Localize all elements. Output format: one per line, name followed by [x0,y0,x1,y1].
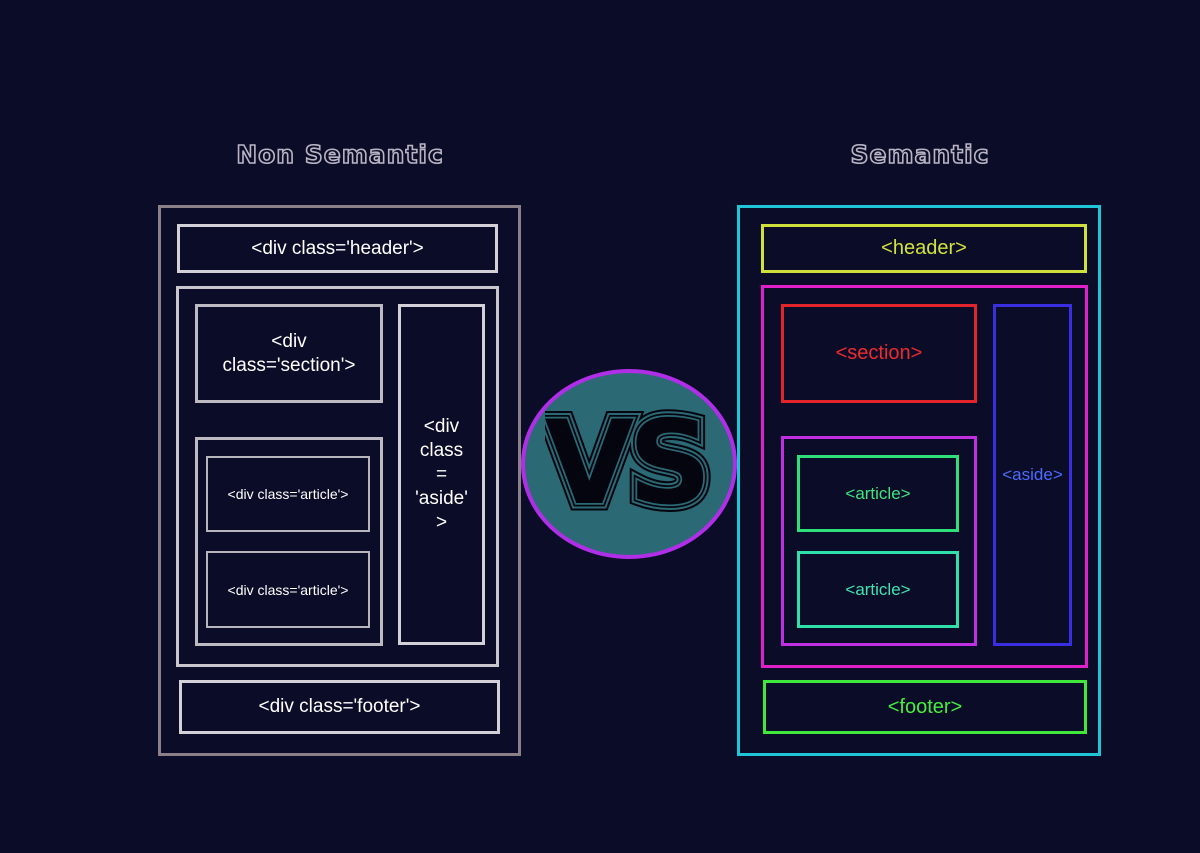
non-semantic-aside-label-line4: 'aside' [415,487,468,509]
semantic-section-box: <section> [781,304,977,403]
semantic-header-box: <header> [761,224,1087,273]
non-semantic-main-box [176,286,499,667]
non-semantic-article-label-1: <div class='article'> [227,486,349,502]
non-semantic-outer-frame [158,205,521,756]
semantic-article-label-1: <article> [845,483,911,503]
non-semantic-article-box-2: <div class='article'> [206,551,370,628]
non-semantic-footer-box: <div class='footer'> [179,680,500,734]
non-semantic-section-label-line1: <div [271,330,307,352]
semantic-header-label: <header> [881,237,967,259]
semantic-footer-label: <footer> [887,695,963,718]
non-semantic-aside-label-line1: <div [423,415,460,437]
non-semantic-aside-box: <div class = 'aside' > [398,304,485,645]
non-semantic-title: Non Semantic [235,139,444,170]
non-semantic-aside-label-line3: = [435,463,448,485]
vs-label: VS [545,400,715,520]
semantic-aside-box: <aside> [993,304,1072,646]
semantic-article-box-2: <article> [797,551,959,628]
semantic-article-group-box [781,436,977,646]
non-semantic-article-box-1: <div class='article'> [206,456,370,532]
semantic-article-label-2: <article> [845,579,911,599]
semantic-aside-label: <aside> [1002,465,1063,484]
semantic-title: Semantic [850,139,990,170]
non-semantic-header-label: <div class='header'> [251,237,424,259]
non-semantic-article-group-box [195,437,383,646]
non-semantic-section-label-line2: class='section'> [222,354,356,376]
non-semantic-section-box: <div class='section'> [195,304,383,403]
semantic-section-label: <section> [835,342,923,364]
semantic-footer-box: <footer> [763,680,1087,734]
non-semantic-aside-label-line5: > [435,511,448,533]
semantic-article-box-1: <article> [797,455,959,532]
non-semantic-article-label-2: <div class='article'> [227,581,349,598]
non-semantic-footer-label: <div class='footer'> [258,696,421,717]
semantic-main-box [761,285,1088,668]
semantic-outer-frame [737,205,1101,756]
non-semantic-header-box: <div class='header'> [177,224,498,273]
non-semantic-aside-label-line2: class [419,439,464,461]
